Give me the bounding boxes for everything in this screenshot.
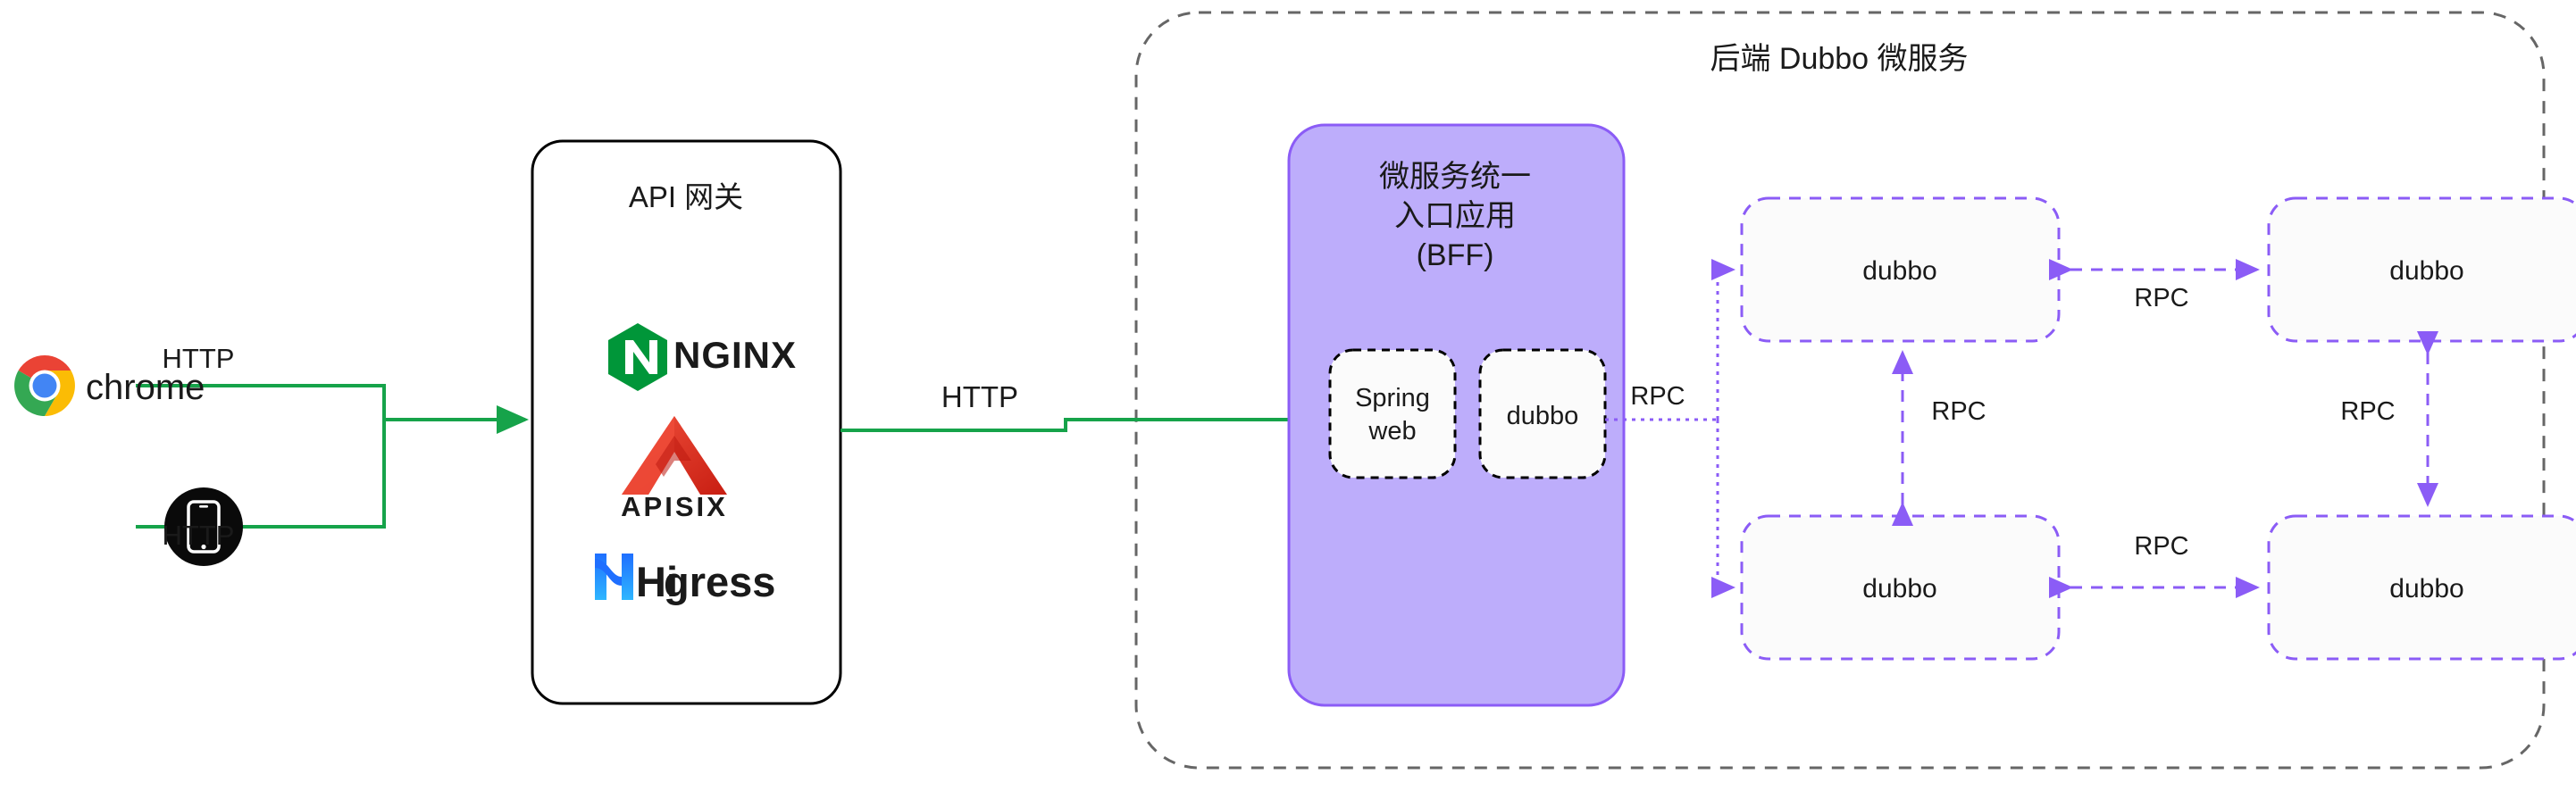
svc-top-right-label: dubbo [2389,256,2463,286]
apisix-wordmark: APISIX [621,491,728,522]
nginx-logo-icon [608,323,667,391]
chrome-logo-icon [14,355,75,416]
bff-title-line-2: 入口应用 [1394,199,1516,233]
backend-container [1134,11,2546,770]
http-label-gateway-bff: HTTP [941,380,1018,413]
rpc-label-right-vertical: RPC [2340,397,2395,426]
higress-wordmark-prefix: Hi [636,558,678,605]
spring-web-box [1328,348,1457,479]
backend-container-title: 后端 Dubbo 微服务 [1710,42,1968,76]
bff-title-line-3: (BFF) [1417,238,1494,272]
svc-bottom-right-label: dubbo [2389,574,2463,604]
mobile-phone-icon [164,487,243,566]
rpc-label-left-vertical: RPC [1931,397,1986,426]
dubbo-client-label: dubbo [1507,402,1579,430]
api-gateway-title: API 网关 [629,180,743,213]
svc-bottom-right-box [2267,514,2576,661]
apisix-logo-icon [622,416,727,495]
http-edge-chrome [136,384,386,420]
rpc-edge-bff-to-bottom-left [1711,420,1735,598]
bff-box [1287,123,1626,707]
chrome-label: chrome [86,368,205,407]
nginx-wordmark: NGINX [673,334,797,376]
spring-web-label-line-2: web [1367,417,1416,445]
rpc-label-bottom-horizontal: RPC [2134,532,2188,561]
http-label-mobile: HTTP [163,520,235,551]
svc-bottom-left-label: dubbo [1862,574,1936,604]
rpc-label-top-horizontal: RPC [2134,284,2188,312]
rpc-label-bff-outbound: RPC [1630,382,1685,411]
http-edge-gateway-to-bff [841,405,1379,434]
http-label-chrome: HTTP [163,343,235,374]
higress-wordmark-suffix: gress [664,558,775,605]
svc-top-left-label: dubbo [1862,256,1936,286]
spring-web-label-line-1: Spring [1355,384,1430,412]
dubbo-client-box [1478,348,1607,479]
higress-logo-icon [595,554,633,600]
svc-top-right-box [2267,196,2576,343]
api-gateway-box [531,139,842,705]
bff-title-line-1: 微服务统一 [1379,160,1531,194]
